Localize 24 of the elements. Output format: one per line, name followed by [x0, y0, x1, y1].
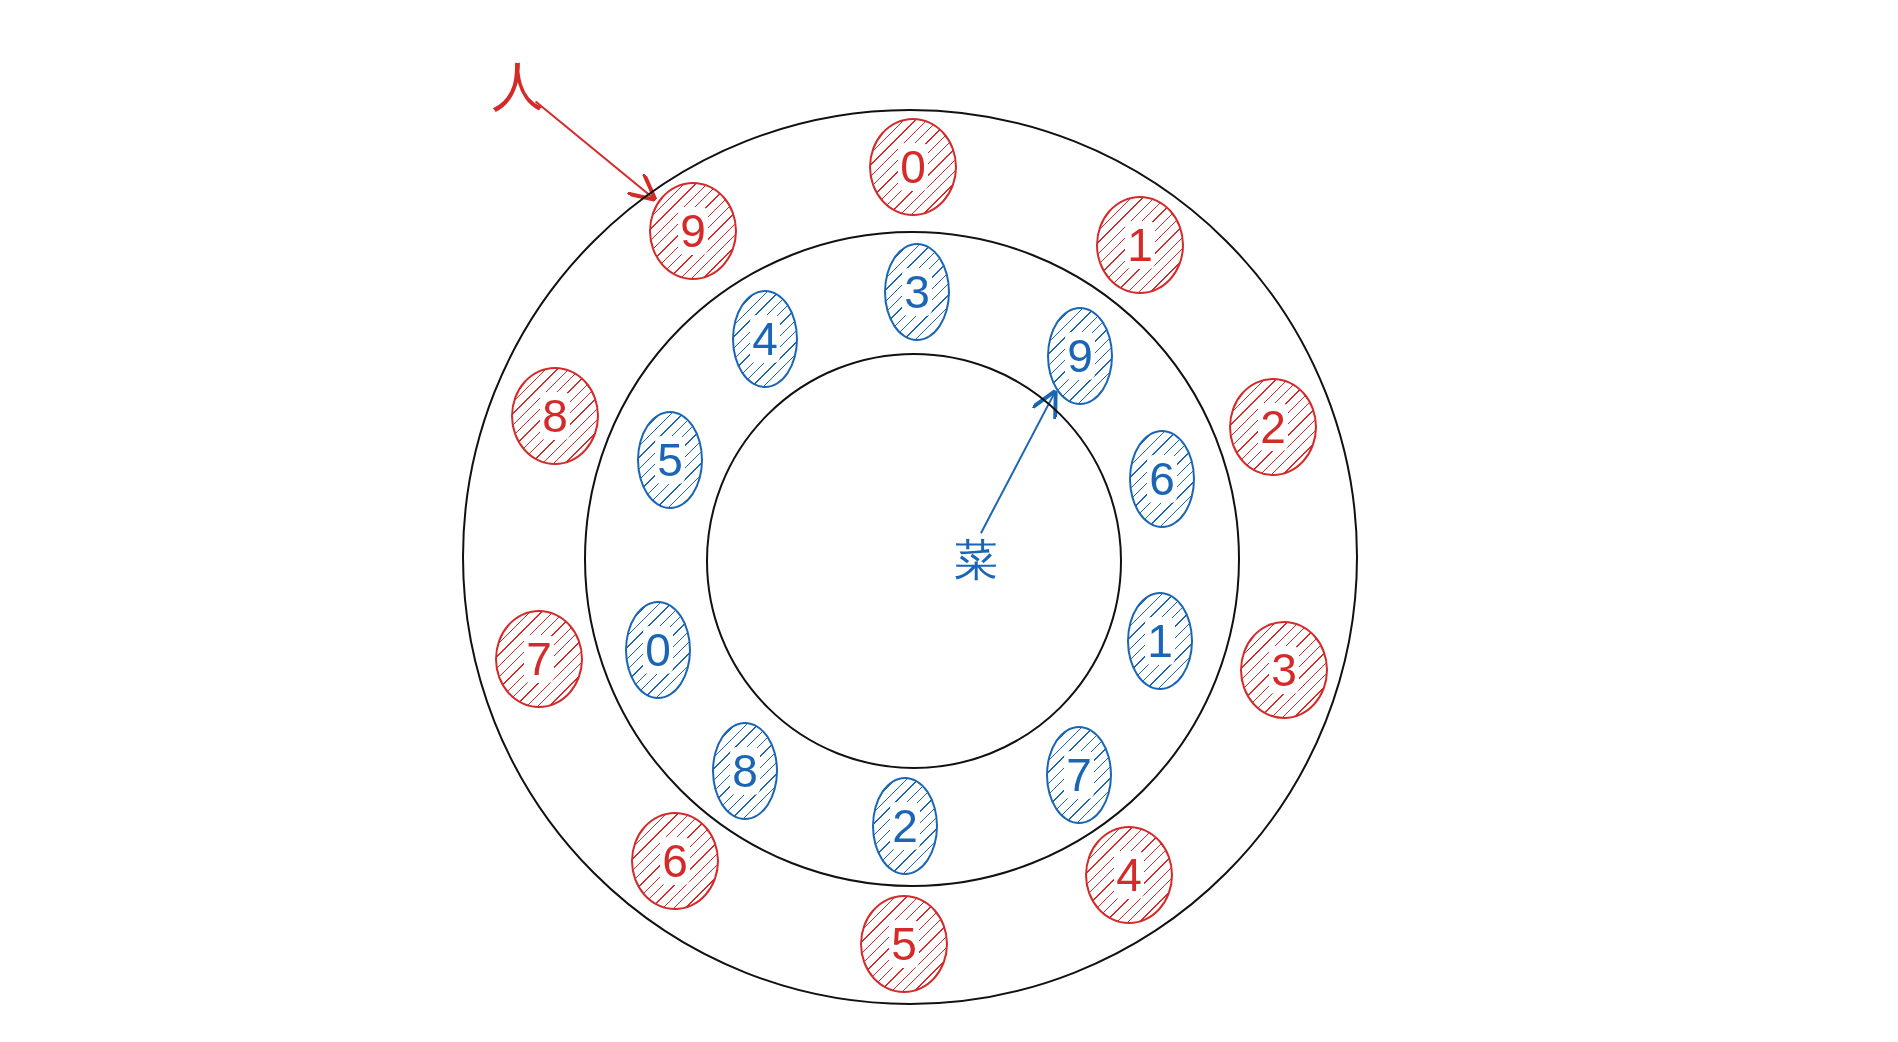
numbered-circle: 7	[495, 610, 583, 708]
numbered-circle: 3	[1240, 621, 1328, 719]
numbered-circle: 3	[884, 243, 950, 341]
numbered-circle: 8	[712, 722, 778, 820]
numbered-circle: 5	[637, 411, 703, 509]
numbered-circle: 0	[869, 118, 957, 216]
numbered-circle: 4	[732, 290, 798, 388]
callout-label: 人	[488, 57, 548, 117]
numbered-circle: 4	[1085, 826, 1173, 924]
numbered-circle: 8	[511, 367, 599, 465]
numbered-circle: 2	[1229, 378, 1317, 476]
leader-arrow	[979, 388, 1058, 535]
numbered-circle: 6	[1129, 430, 1195, 528]
numbered-circle: 9	[1047, 307, 1113, 405]
numbered-circle: 1	[1127, 592, 1193, 690]
numbered-circle: 9	[649, 182, 737, 280]
numbered-circle: 6	[631, 812, 719, 910]
numbered-circle: 5	[860, 895, 948, 993]
numbered-circle: 1	[1096, 196, 1184, 294]
numbered-circle: 2	[872, 777, 938, 875]
numbered-circle: 0	[625, 601, 691, 699]
callout-label: 菜	[946, 530, 1006, 590]
numbered-circle: 7	[1046, 726, 1112, 824]
leader-arrow	[534, 100, 658, 202]
